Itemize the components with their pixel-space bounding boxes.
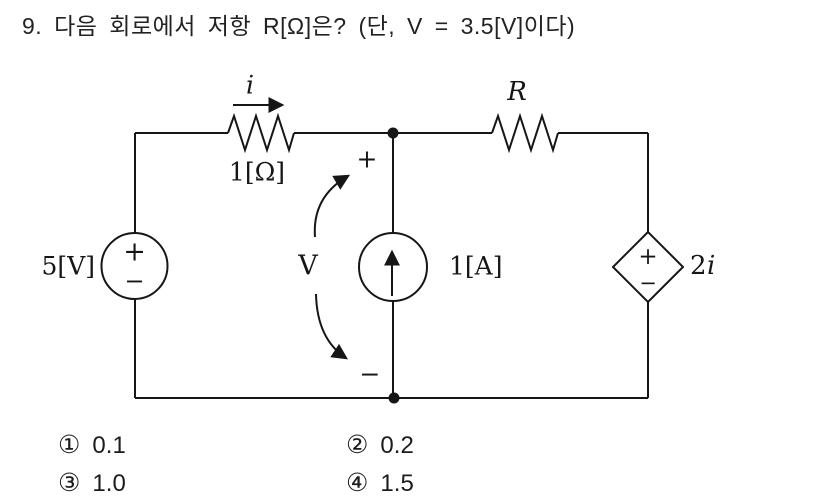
- resistor-r-zigzag: [491, 112, 559, 154]
- current-source-label: 1[A]: [449, 252, 502, 281]
- option-4-marker: ④: [346, 469, 369, 497]
- question-title: 9. 다음 회로에서 저항 R[Ω]은? (단, V = 3.5[V]이다): [22, 13, 576, 39]
- voltage-source-label: 5[V]: [42, 252, 95, 281]
- option-1-marker: ①: [58, 431, 81, 459]
- v-label: V: [297, 251, 318, 282]
- option-3-marker: ③: [58, 469, 81, 497]
- resistor-1-label: 1[Ω]: [229, 158, 285, 187]
- option-2[interactable]: ② 0.2: [346, 430, 414, 460]
- current-label: i: [246, 71, 254, 100]
- node-bottom-dot: [388, 392, 400, 404]
- option-1[interactable]: ① 0.1: [58, 430, 126, 460]
- dependent-source-minus-sign: −: [639, 271, 657, 295]
- option-2-value: 0.2: [380, 432, 414, 459]
- resistor-r-label: R: [506, 77, 527, 107]
- option-1-value: 0.1: [92, 432, 126, 459]
- option-4-value: 1.5: [380, 470, 414, 497]
- v-minus-sign: −: [360, 360, 381, 389]
- v-plus-sign: +: [357, 145, 378, 174]
- dependent-source-plus-sign: +: [638, 244, 657, 270]
- dependent-source-var: i: [707, 251, 715, 281]
- v-arrow-down: [315, 293, 349, 360]
- option-2-marker: ②: [346, 431, 369, 459]
- dependent-source-coeff: 2: [690, 251, 707, 281]
- node-top-dot: [387, 127, 399, 139]
- option-3[interactable]: ③ 1.0: [58, 468, 126, 498]
- voltage-source-plus-sign: +: [123, 237, 146, 268]
- v-arrow-up: [313, 174, 351, 238]
- option-4[interactable]: ④ 1.5: [346, 468, 414, 498]
- voltage-source-minus-sign: −: [124, 267, 144, 295]
- option-3-value: 1.0: [92, 470, 126, 497]
- resistor-1-zigzag: [227, 112, 295, 154]
